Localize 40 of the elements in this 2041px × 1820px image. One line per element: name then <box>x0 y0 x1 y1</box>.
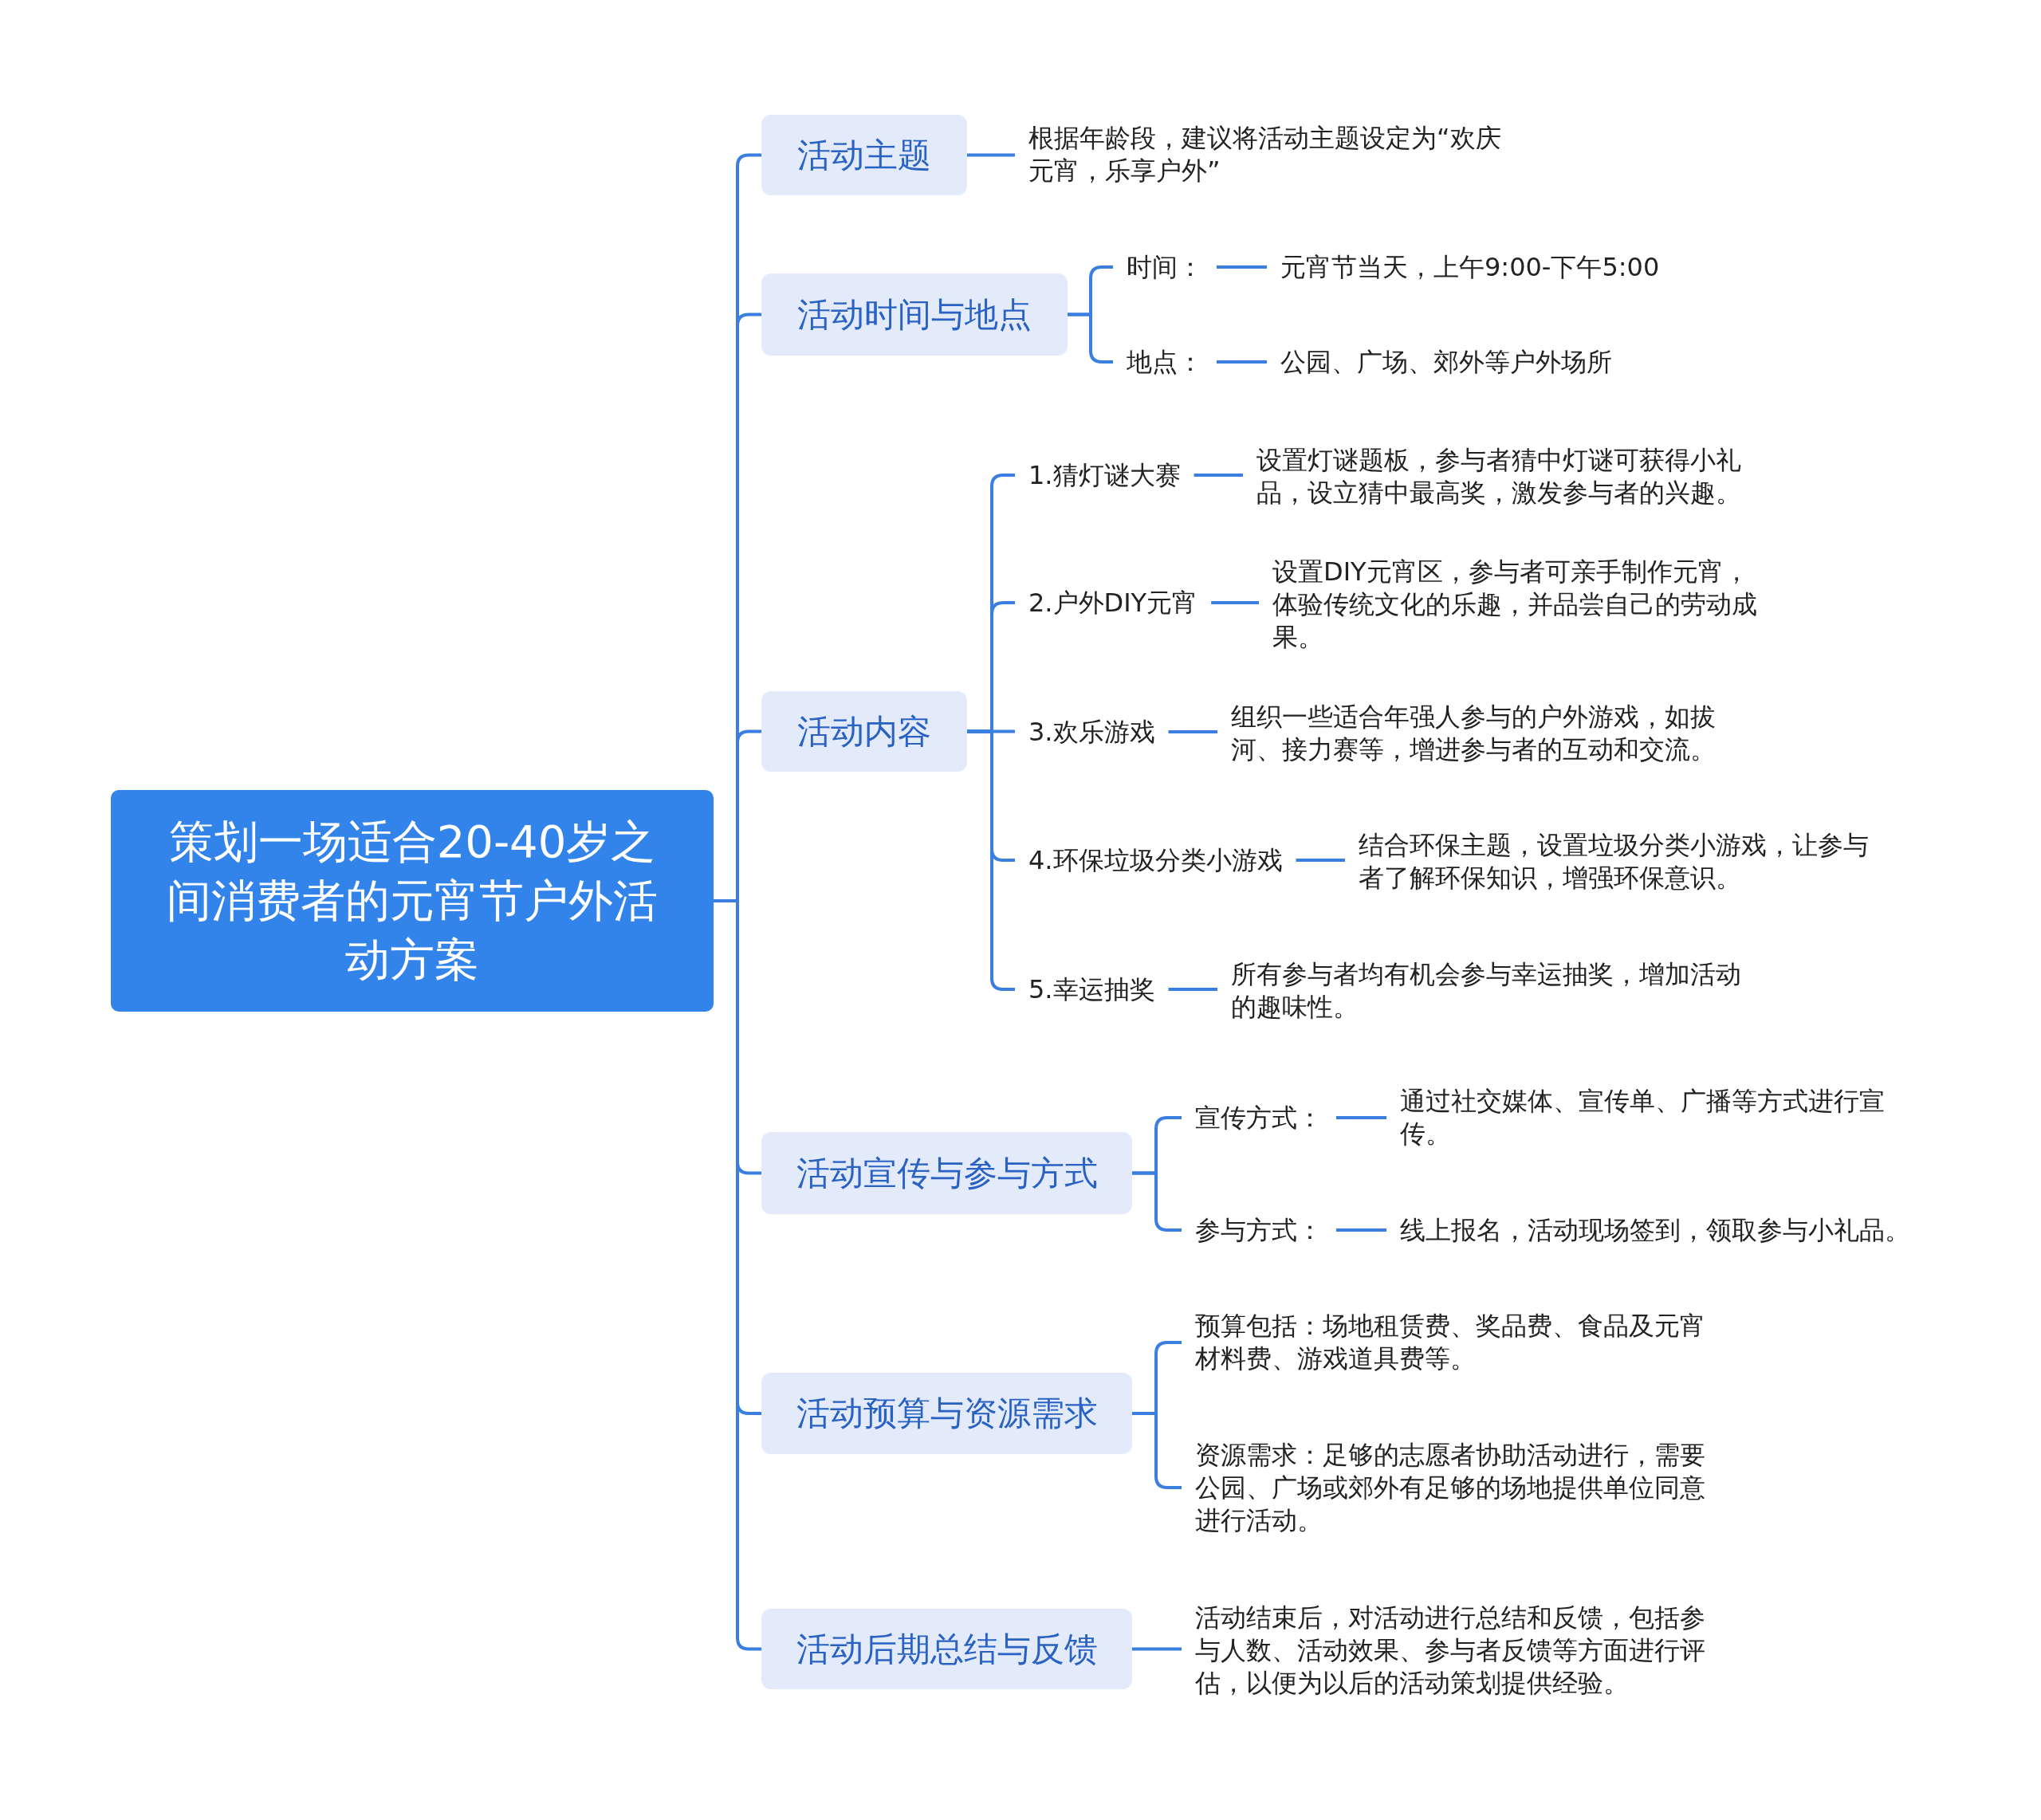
branch-text: 元宵节当天，上午9:00-下午5:00 <box>1267 250 1673 284</box>
branch-text: 活动结束后，对活动进行总结和反馈，包括参与人数、活动效果、参与者反馈等方面进行评估，以便为以后的活动策划提供经验。 <box>1182 1601 1720 1700</box>
branch-text: 5.幸运抽奖 <box>1015 973 1169 1006</box>
connector-line <box>1168 988 1217 991</box>
branch-box: 活动预算与资源需求 <box>761 1373 1132 1454</box>
connector-line <box>1217 360 1267 364</box>
branch-box: 活动后期总结与反馈 <box>761 1609 1132 1689</box>
branch-text: 公园、广场、郊外等户外场所 <box>1267 345 1626 379</box>
connector-line <box>1194 474 1243 477</box>
branch-text: 预算包括：场地租赁费、奖品费、食品及元宵材料费、游戏道具费等。 <box>1182 1310 1720 1375</box>
branch-box: 活动时间与地点 <box>761 273 1068 356</box>
branch-text: 通过社交媒体、宣传单、广播等方式进行宣传。 <box>1386 1085 1925 1150</box>
branch-text: 2.户外DIY元宵 <box>1015 586 1212 619</box>
branch-box: 活动宣传与参与方式 <box>761 1132 1132 1214</box>
branch-text: 组织一些适合年强人参与的户外游戏，如拔河、接力赛等，增进参与者的互动和交流。 <box>1217 701 1756 766</box>
branch-text: 4.环保垃圾分类小游戏 <box>1015 843 1296 877</box>
branch-text: 设置DIY元宵区，参与者可亲手制作元宵，体验传统文化的乐趣，并品尝自己的劳动成果。 <box>1259 555 1785 654</box>
branch-text: 资源需求：足够的志愿者协助活动进行，需要公园、广场或郊外有足够的场地提供单位同意进行活动。 <box>1182 1438 1720 1537</box>
branch-text: 地点： <box>1113 345 1217 379</box>
connector-line <box>1211 601 1259 604</box>
connector-line <box>1168 730 1217 733</box>
branch-text: 宣传方式： <box>1182 1101 1336 1134</box>
branch-box: 活动内容 <box>761 691 967 772</box>
branch-text: 时间： <box>1113 250 1217 284</box>
branch-text: 3.欢乐游戏 <box>1015 715 1169 749</box>
connector-line <box>1296 859 1345 862</box>
topic-box: 策划一场适合20-40岁之间消费者的元宵节户外活动方案 <box>111 790 714 1012</box>
branch-text: 线上报名，活动现场签到，领取参与小礼品。 <box>1386 1213 1924 1247</box>
branch-text: 结合环保主题，设置垃圾分类小游戏，让参与者了解环保知识，增强环保意识。 <box>1345 829 1883 894</box>
connector-line <box>1336 1116 1386 1119</box>
connector-line <box>1132 1647 1182 1651</box>
branch-text: 所有参与者均有机会参与幸运抽奖，增加活动的趣味性。 <box>1217 958 1756 1024</box>
connector-line <box>1336 1228 1386 1232</box>
connector-line <box>1217 265 1267 269</box>
connector-line <box>967 153 1015 157</box>
branch-text: 根据年龄段，建议将活动主题设定为“欢庆元宵，乐享户外” <box>1015 122 1537 187</box>
branch-box: 活动主题 <box>761 115 967 195</box>
branch-text: 参与方式： <box>1182 1213 1336 1247</box>
branch-text: 设置灯谜题板，参与者猜中灯谜可获得小礼品，设立猜中最高奖，激发参与者的兴趣。 <box>1243 444 1781 509</box>
branch-text: 1.猜灯谜大赛 <box>1015 458 1194 492</box>
